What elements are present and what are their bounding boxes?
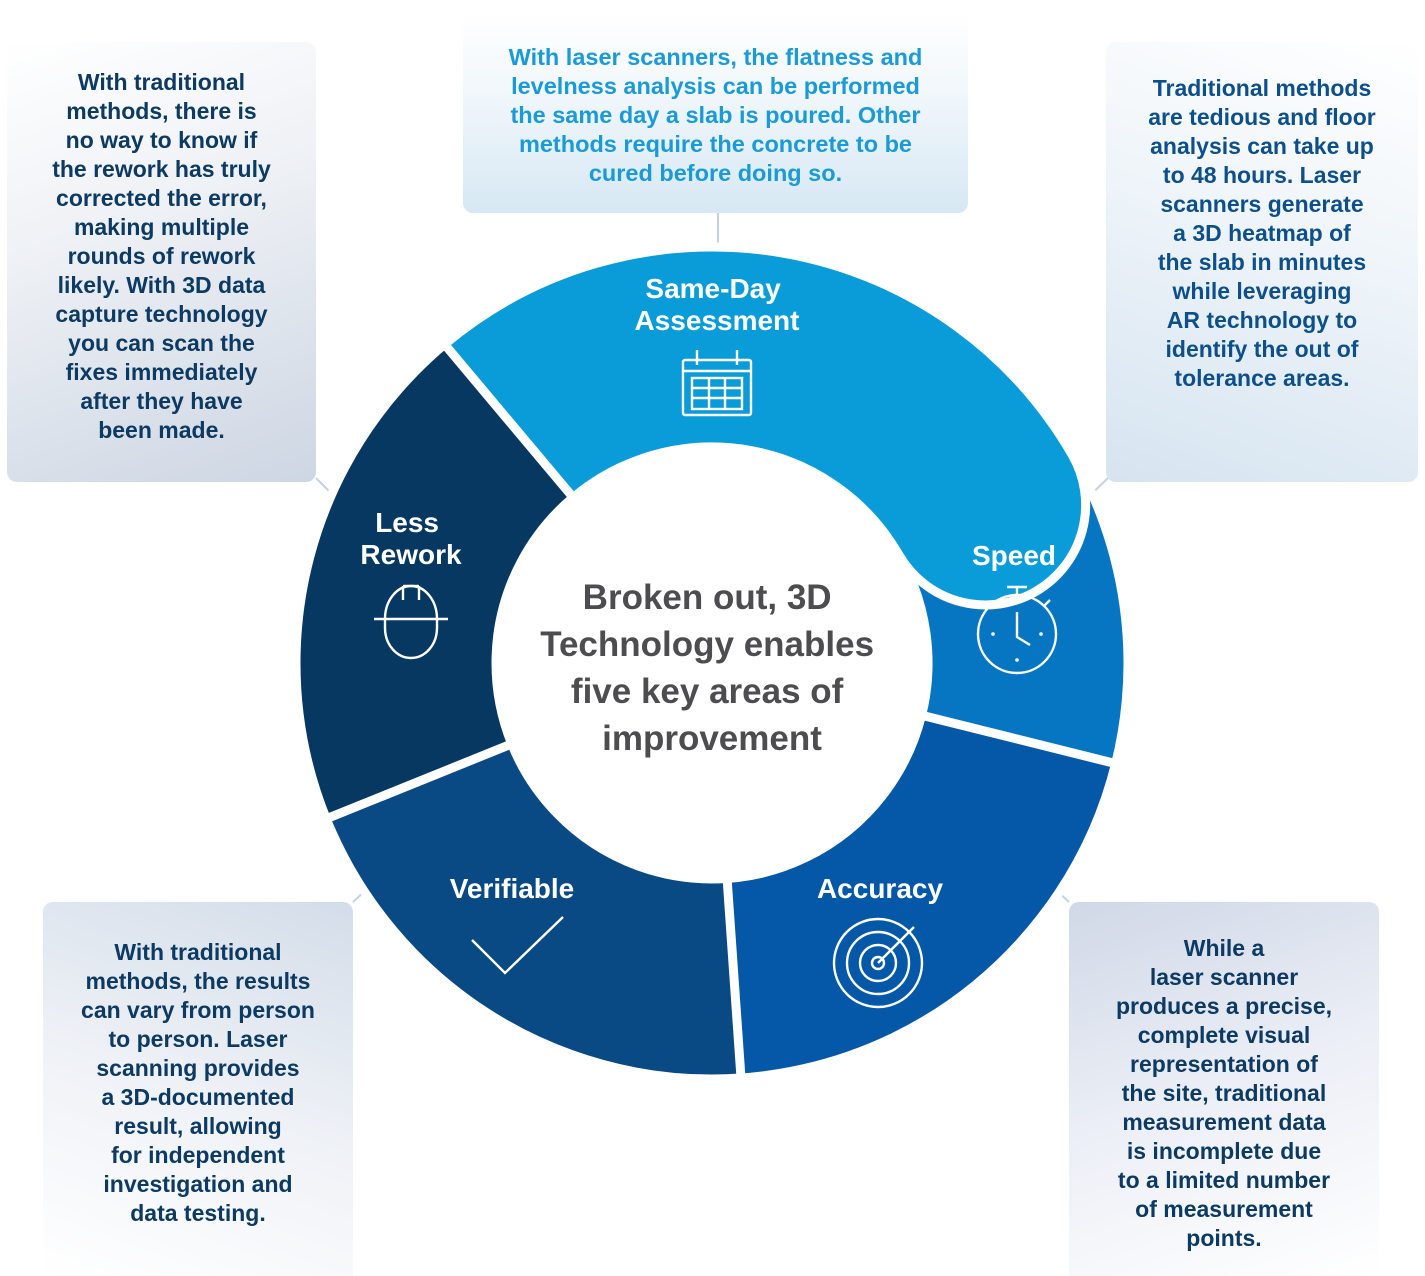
center-title: Broken out, 3D Technology enables five k… — [540, 578, 884, 758]
callout-line: a 3D-documented — [101, 1084, 295, 1110]
callout-line: methods, the results — [85, 968, 311, 994]
callout-speed: Traditional methods are tedious and floo… — [1106, 42, 1418, 482]
callout-line: corrected the error, — [56, 185, 267, 211]
callout-line: produces a precise, — [1115, 993, 1333, 1019]
callout-line: the same day a slab is poured. Other — [510, 102, 921, 128]
callout-line: result, allowing — [114, 1113, 282, 1139]
callout-line: likely. With 3D data — [57, 272, 266, 298]
callout-line: measurement data — [1122, 1109, 1326, 1135]
callout-line: making multiple — [73, 214, 250, 240]
callout-line: methods require the concrete to be — [518, 131, 913, 157]
callout-line: investigation and — [103, 1171, 293, 1197]
callout-line: a 3D heatmap of — [1173, 220, 1351, 246]
stopwatch-icon — [976, 585, 1058, 675]
callout-line: is incomplete due — [1126, 1138, 1322, 1164]
callout-line: are tedious and floor — [1148, 104, 1376, 130]
callout-line: With traditional — [77, 69, 246, 95]
segment-label-line: Less — [375, 507, 439, 538]
segment-label-speed: Speed — [972, 540, 1056, 571]
callout-line: to 48 hours. Laser — [1162, 162, 1362, 188]
segment-label-line: Assessment — [635, 305, 800, 336]
callout-line: no way to know if — [65, 127, 258, 153]
callout-line: methods, there is — [66, 98, 257, 124]
checkmark-icon — [471, 916, 564, 975]
callout-accuracy: While a laser scanner produces a precise… — [1069, 902, 1379, 1276]
wheel-segments — [291, 242, 1133, 1084]
callout-line: tolerance areas. — [1174, 365, 1350, 391]
callout-line: capture technology — [55, 301, 268, 327]
callout-line: while leveraging — [1172, 278, 1352, 304]
segment-label-accuracy: Accuracy — [817, 873, 944, 904]
segment-label-less-rework: Less Rework — [360, 507, 462, 570]
callout-line: you can scan the — [68, 330, 255, 356]
segment-label-same-day: Same-Day Assessment — [635, 273, 800, 336]
hard-hat-icon — [374, 584, 448, 660]
segment-label-line: Accuracy — [817, 873, 944, 904]
callout-line: the rework has truly — [52, 156, 271, 182]
segment-label-line: Verifiable — [450, 873, 575, 904]
callout-line: With traditional — [114, 939, 282, 965]
callout-line: after they have — [80, 388, 243, 414]
callout-line: points. — [1186, 1225, 1262, 1251]
segment-label-line: Same-Day — [645, 273, 781, 304]
callout-line: Traditional methods — [1152, 75, 1372, 101]
calendar-icon — [681, 350, 753, 417]
callout-line: been made. — [98, 417, 225, 443]
callout-line: scanners generate — [1160, 191, 1364, 217]
callout-line: can vary from person — [81, 997, 315, 1023]
callout-verifiable: With traditional methods, the results ca… — [43, 902, 353, 1276]
callout-less-rework: With traditional methods, there is no wa… — [7, 42, 316, 482]
callout-line: complete visual — [1137, 1022, 1311, 1048]
callout-line: While a — [1183, 935, 1265, 961]
callout-line: analysis can take up — [1150, 133, 1374, 159]
callout-same-day: With laser scanners, the flatness and le… — [463, 13, 968, 213]
center-disc — [494, 445, 930, 881]
segment-label-line: Speed — [972, 540, 1056, 571]
center-title-line: Technology enables — [540, 625, 874, 664]
callout-line: the slab in minutes — [1157, 249, 1367, 275]
callout-line: data testing. — [130, 1200, 266, 1226]
callout-line: With laser scanners, the flatness and — [508, 44, 923, 70]
callout-line: scanning provides — [96, 1055, 300, 1081]
callout-line: identify the out of — [1165, 336, 1359, 362]
callout-line: for independent — [111, 1142, 285, 1168]
callout-line: to person. Laser — [108, 1026, 288, 1052]
segment-label-verifiable: Verifiable — [450, 873, 575, 904]
callout-line: to a limited number — [1117, 1167, 1331, 1193]
target-icon — [832, 917, 924, 1009]
callout-line: the site, traditional — [1121, 1080, 1327, 1106]
callout-line: rounds of rework — [67, 243, 256, 269]
center-title-line: improvement — [602, 719, 822, 758]
callout-line: cured before doing so. — [588, 160, 843, 186]
callout-line: laser scanner — [1149, 964, 1299, 990]
callout-line: representation of — [1130, 1051, 1318, 1077]
callout-line: levelness analysis can be performed — [511, 73, 920, 99]
callout-line: AR technology to — [1166, 307, 1358, 333]
center-title-line: five key areas of — [571, 672, 844, 711]
segment-label-line: Rework — [360, 539, 462, 570]
callout-line: of measurement — [1135, 1196, 1313, 1222]
center-title-line: Broken out, 3D — [583, 578, 832, 617]
callout-line: fixes immediately — [65, 359, 258, 385]
